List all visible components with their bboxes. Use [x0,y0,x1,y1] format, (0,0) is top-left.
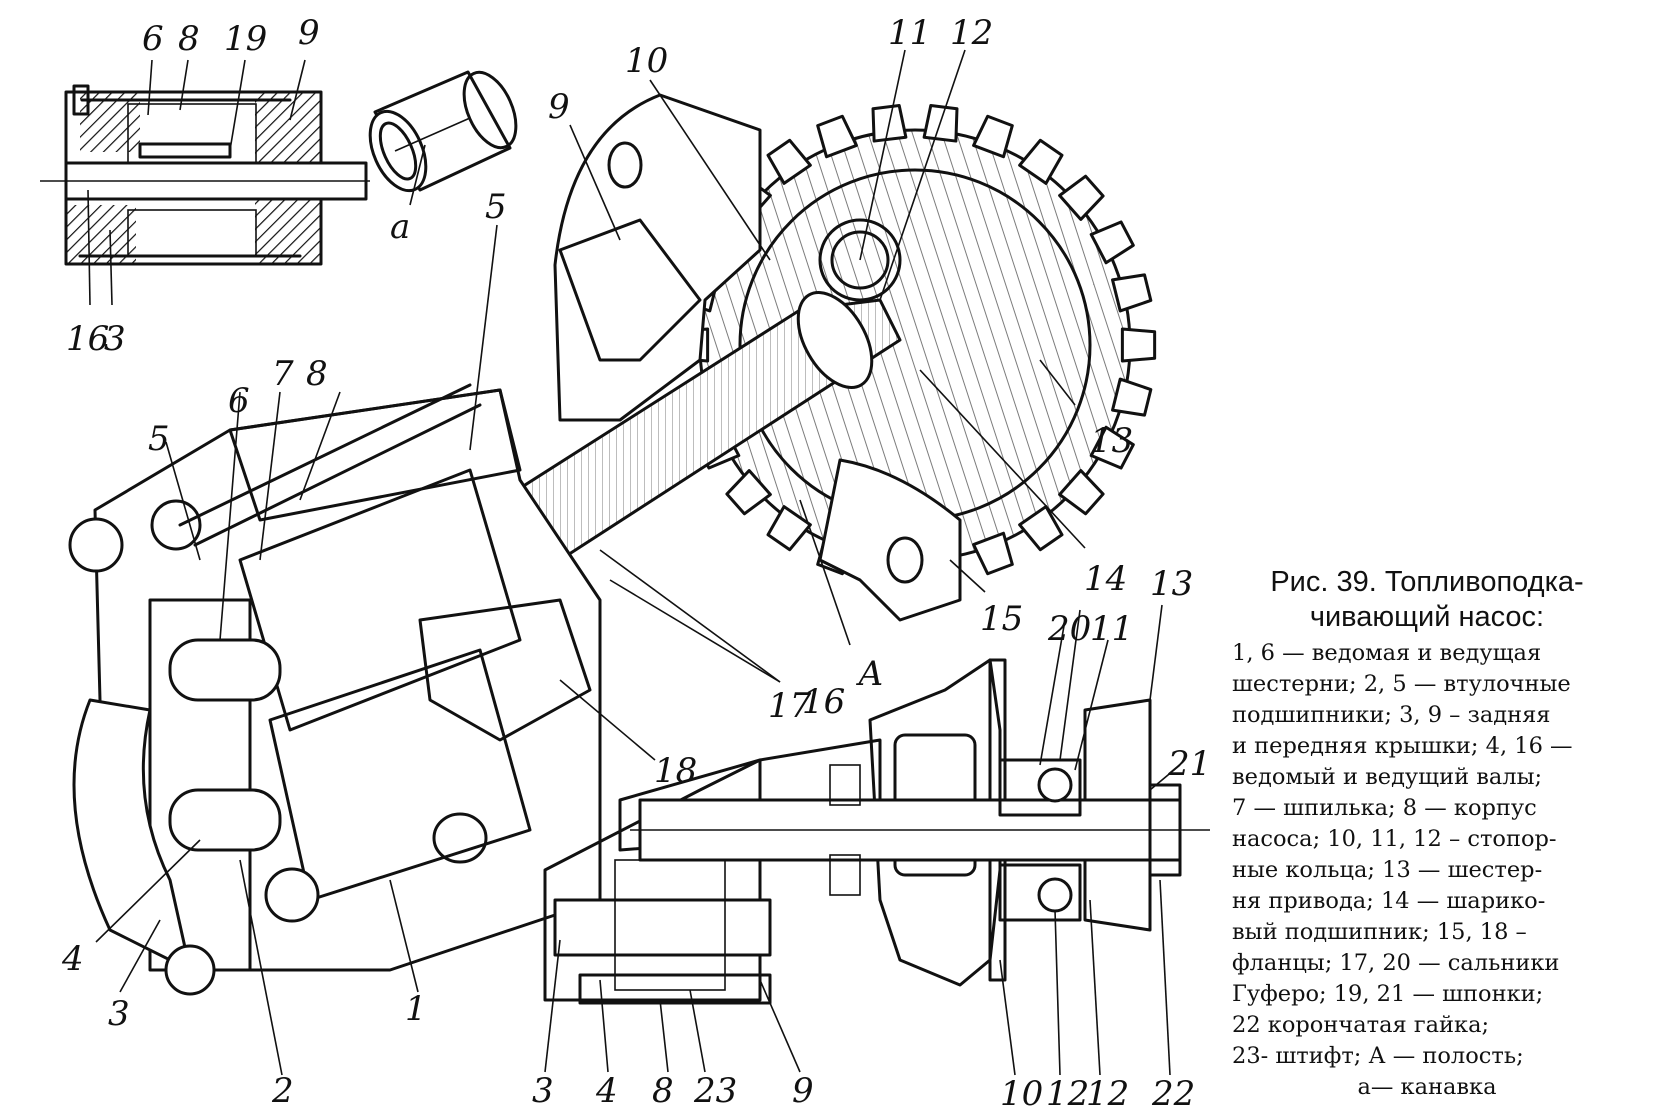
caption-line: шестерни; 2, 5 — втулочные [1232,671,1571,697]
callout-5-top: 5 [485,187,507,227]
callout-7: 7 [272,354,294,394]
callout-2: 2 [271,1071,294,1111]
callout-13-gear: 13 [1090,421,1133,461]
callout-inset-16: 16 [66,319,109,359]
callout-11-right: 11 [1090,609,1133,649]
caption-title-line: чивающий насос: [1309,601,1545,633]
gear-tooth [1058,469,1105,516]
inset-section [40,84,370,266]
front-cover [553,93,962,622]
caption-legend: 1, 6 — ведомая и ведущая шестерни; 2, 5 … [1232,638,1622,1103]
bushing-detail [368,70,518,193]
caption-title-line: Рис. 39. Топливоподка- [1270,566,1584,598]
pump-body [68,383,602,996]
caption-line: 1, 6 — ведомая и ведущая [1232,640,1542,666]
callout-10-top: 10 [625,41,668,81]
callout-17: 17 [768,686,812,726]
gear-tooth [1111,377,1153,417]
caption-line: ные кольца; 13 — шестер- [1232,857,1543,883]
caption-line: фланцы; 17, 20 — сальники [1232,950,1560,976]
callout-9-section: 9 [792,1071,814,1111]
gear-tooth [1089,220,1135,265]
caption-line: 23- штифт; А — полость; [1232,1043,1524,1069]
callout-12-section-b: 12 [1086,1074,1129,1114]
callout-14-mid: 14 [1084,559,1127,599]
caption-line: 7 — шпилька; 8 — корпус [1232,795,1537,821]
callout-8-section: 8 [652,1071,674,1111]
callout-3-section: 3 [532,1071,554,1111]
callout-23: 23 [693,1071,737,1111]
callout-4-left: 4 [61,939,84,979]
caption-line: а— канавка [1357,1074,1497,1100]
callout-4-section: 4 [595,1071,618,1111]
callout-groove-a: а [390,207,410,247]
bolt-heads [68,499,320,996]
callout-10-section: 10 [1000,1074,1043,1114]
caption-line: подшипники; 3, 9 – задняя [1232,702,1551,728]
callout-20: 20 [1047,609,1091,649]
callout-11-top: 11 [888,13,931,53]
gear-tooth [1089,425,1135,470]
gear-tooth [1120,327,1157,363]
gear-tooth [1058,174,1105,221]
caption-line: ведомый и ведущий валы; [1232,764,1543,790]
gear-tooth [1018,138,1064,185]
callout-9-top: 9 [548,87,570,127]
callout-A: А [856,654,884,694]
callout-22: 22 [1151,1074,1195,1114]
callout-13-right: 13 [1150,564,1193,604]
callout-inset-3: 3 [104,319,126,359]
callout-inset-19: 19 [224,19,267,59]
gear-tooth [1018,505,1064,552]
gear-tooth [972,531,1014,576]
callout-12-section-a: 12 [1046,1074,1089,1114]
figure-caption: Рис. 39. Топливоподка- чивающий насос: 1… [1232,565,1622,1103]
callout-3-left: 3 [108,994,130,1034]
callout-inset-8: 8 [178,19,200,59]
gear-tooth [766,138,812,185]
callout-16-mid: 16 [802,682,845,722]
callout-5-left: 5 [148,419,170,459]
callout-inset-6: 6 [142,19,164,59]
gear-tooth [972,114,1014,159]
gear-tooth [766,505,812,552]
callout-6: 6 [228,381,250,421]
callout-8: 8 [306,354,328,394]
callout-21: 21 [1167,744,1211,784]
callout-inset-9: 9 [298,13,320,53]
caption-line: насоса; 10, 11, 12 – стопор- [1232,826,1557,852]
callout-12-top: 12 [950,13,993,53]
caption-line: вый подшипник; 15, 18 – [1232,919,1527,945]
caption-line: ня привода; 14 — шарико- [1232,888,1546,914]
caption-title: Рис. 39. Топливоподка- чивающий насос: [1232,565,1622,635]
drive-shaft [468,218,902,562]
gear-tooth [1111,273,1153,313]
caption-line: и передняя крышки; 4, 16 — [1232,733,1573,759]
callouts: 6 8 19 9 16 3 а 10 9 5 11 12 7 8 6 5 13 … [61,13,1211,1114]
callout-15: 15 [980,599,1023,639]
gear-tooth [816,114,858,159]
callout-1: 1 [405,989,427,1029]
caption-line: 22 корончатая гайка; [1232,1012,1490,1038]
callout-18: 18 [654,751,697,791]
gear-tooth [725,469,772,516]
section-view [543,658,1210,1005]
leader-lines [87,49,1181,1076]
caption-line: Гуферо; 19, 21 — шпонки; [1232,981,1544,1007]
